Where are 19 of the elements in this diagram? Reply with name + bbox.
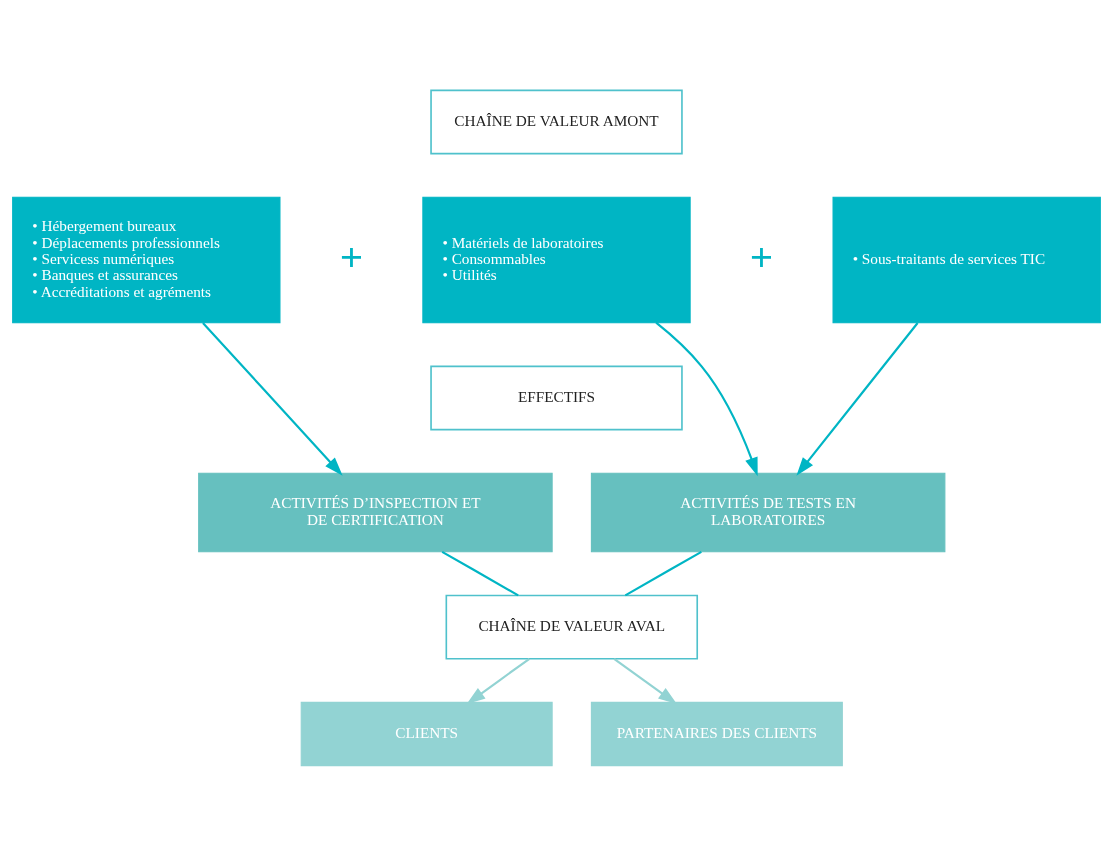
- connector: [441, 550, 519, 596]
- label: +: [750, 233, 774, 278]
- node-box: • Sous-traitants de services TIC: [832, 196, 1101, 323]
- node-box: • Hébergement bureaux • Déplacements professionnels • Servicess numériques • Banques et assurances • Accréditations et agréments: [12, 196, 281, 323]
- node-box: CHAÎNE DE VALEUR AVAL: [445, 594, 699, 660]
- node-box: ACTIVITÉS DE TESTS EN LABORATOIRES: [590, 472, 946, 552]
- arrow: [202, 321, 343, 476]
- node-box: CLIENTS: [300, 701, 553, 766]
- node-box: ACTIVITÉS D’INSPECTION ET DE CERTIFICATION: [198, 472, 553, 552]
- arrow: [655, 321, 758, 476]
- node-box: EFFECTIFS: [430, 365, 683, 430]
- arrow: [613, 657, 677, 704]
- label: +: [339, 233, 363, 278]
- connector: [624, 550, 702, 596]
- node-box: CHAÎNE DE VALEUR AMONT: [430, 89, 683, 154]
- node-box: PARTENAIRES DES CLIENTS: [590, 701, 843, 766]
- arrow: [796, 321, 919, 476]
- arrow: [466, 657, 531, 704]
- node-box: • Matériels de laboratoires • Consommables • Utilités: [422, 196, 691, 323]
